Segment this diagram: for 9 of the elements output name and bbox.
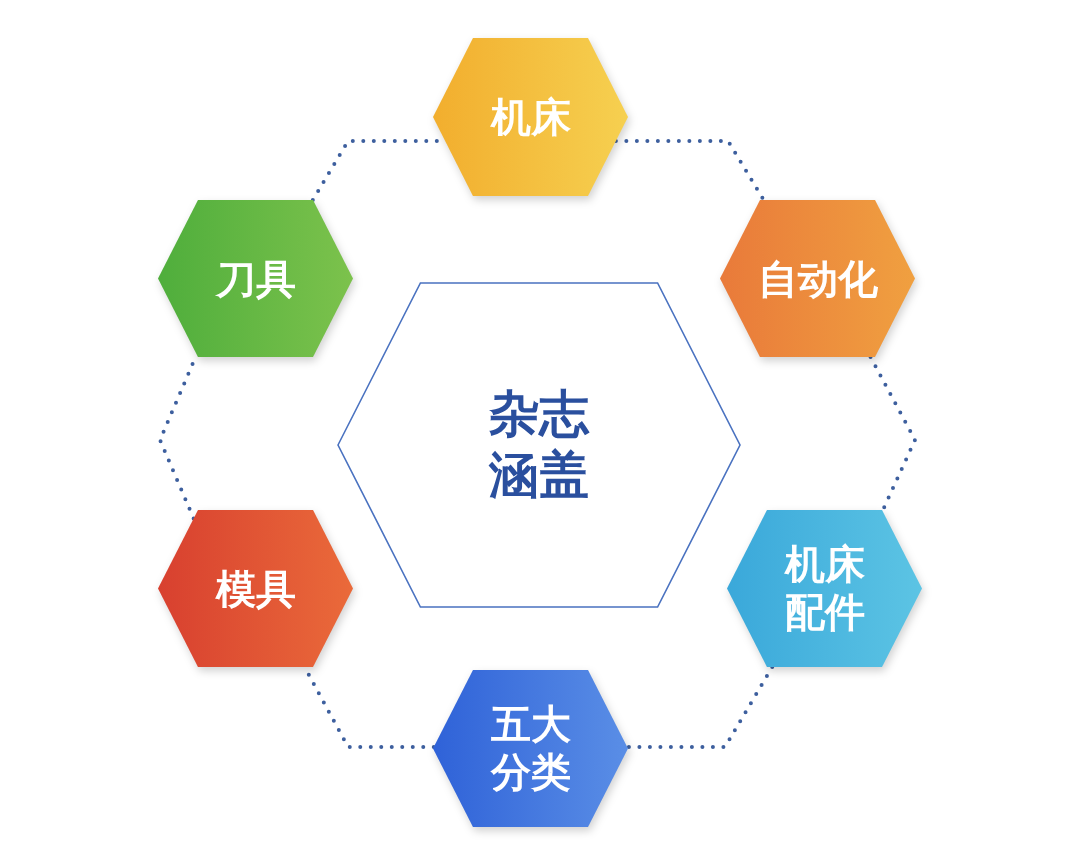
dotted-connector [625,665,775,749]
hexagon-label: 机床 [490,92,571,142]
hexagon-label: 五大分类 [490,699,571,798]
hexagon-label: 自动化 [757,254,878,303]
hexagon-label: 杂志涵盖 [489,384,589,506]
hexagon-label: 机床配件 [784,539,865,638]
hexagon-label: 刀具 [215,254,296,303]
dotted-connector [613,139,766,202]
hexagon-label: 模具 [215,564,296,613]
